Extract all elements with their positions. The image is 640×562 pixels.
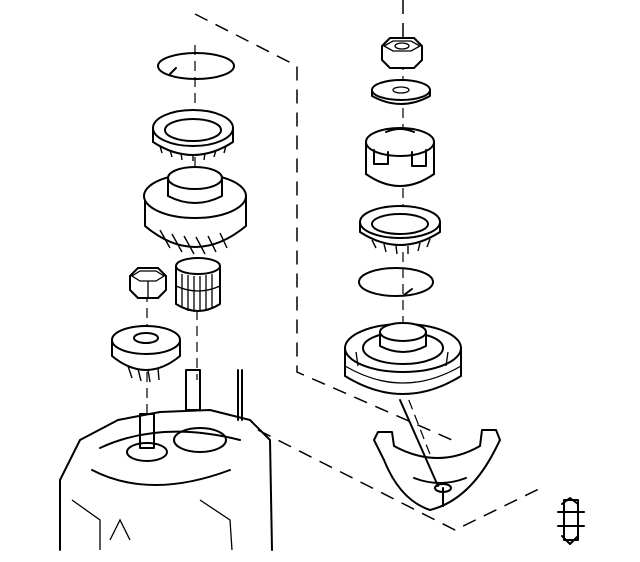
small-gear (111, 325, 181, 383)
synchronizer-hub (344, 322, 462, 395)
synchro-sleeve (365, 127, 435, 187)
synchro-ring-right (359, 205, 441, 255)
snap-ring-upper-left (157, 52, 235, 80)
washer (371, 79, 431, 105)
synchro-ring-left (152, 109, 234, 161)
helical-gear (143, 166, 247, 255)
snap-ring-right (358, 267, 434, 297)
assembly-leader-lines (194, 0, 546, 531)
hex-nut-left (129, 267, 167, 299)
retaining-clip (557, 497, 585, 545)
transmission-case (59, 369, 273, 551)
hex-nut-right (381, 37, 423, 69)
shift-fork (373, 399, 501, 511)
needle-bearing (175, 257, 221, 312)
